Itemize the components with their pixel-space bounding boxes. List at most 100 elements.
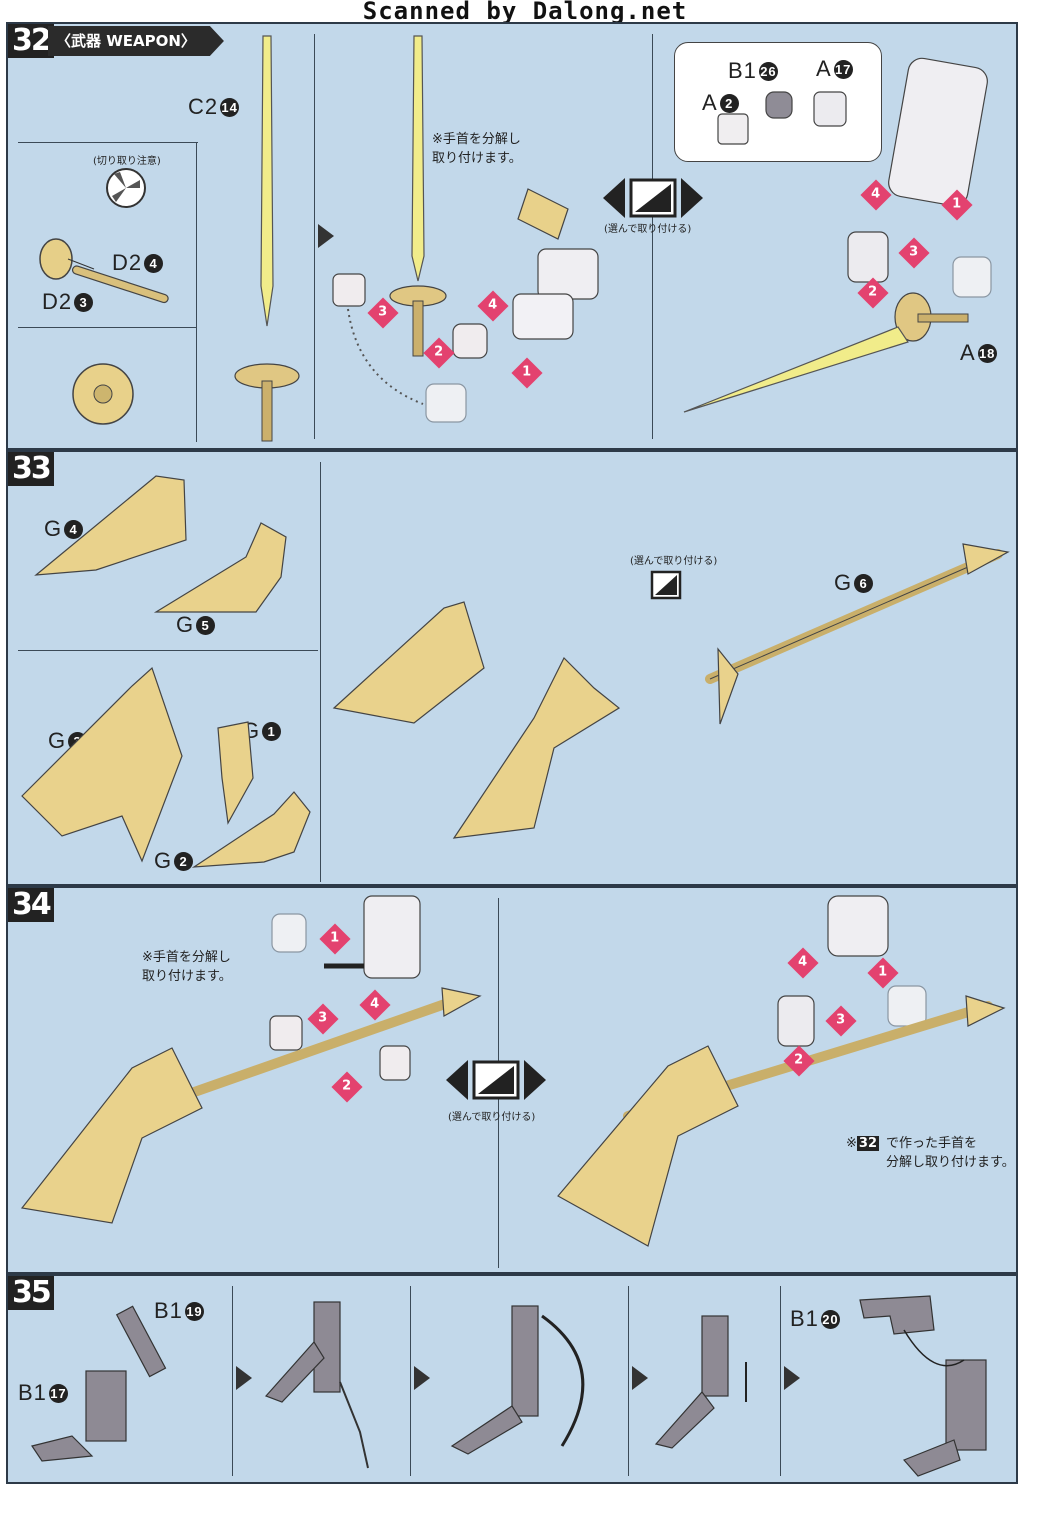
step-marker-number: 4 (488, 297, 498, 313)
fin-g1 (217, 721, 254, 825)
divider (320, 462, 321, 882)
next-arrow (236, 1366, 252, 1390)
step-marker-number: 1 (522, 364, 532, 380)
choose-icon (446, 1060, 546, 1100)
part-code: D2 (42, 289, 73, 314)
part-number: 2 (719, 94, 739, 113)
step-34-panel: 34 ※手首を分解し 取り付けます。 1 4 3 2 (選んで取り付ける) 4 … (6, 886, 1018, 1274)
part-number: 6 (854, 574, 874, 593)
part-number: 4 (144, 254, 164, 273)
next-arrow (318, 224, 334, 248)
spear-assembled-alt (557, 895, 1006, 1247)
shield-part-d2 (39, 238, 169, 304)
divider (410, 1286, 411, 1476)
divider (232, 1286, 233, 1476)
scan-credit: Scanned by Dalong.net (362, 0, 688, 25)
divider (628, 1286, 629, 1476)
part-code: A (702, 90, 718, 115)
spearhead-half-g3 (21, 666, 183, 863)
step-33-panel: 33 G4 G5 G3 G1 G2 (選んで取り付ける) G6 (6, 450, 1018, 886)
choose-icon-small (650, 570, 682, 600)
spearhead-assembly (332, 601, 621, 839)
part-code: A (816, 56, 832, 81)
stand-final-b1-20 (859, 1295, 987, 1477)
part-code: G (154, 848, 173, 873)
next-arrow (632, 1366, 648, 1390)
note-wrist-disassemble: ※手首を分解し 取り付けます。 (142, 950, 232, 984)
spearhead-half-g5 (153, 522, 287, 613)
spear-shaft-g6 (705, 543, 1010, 725)
sword-assembly (389, 35, 447, 357)
part-number: 20 (820, 1310, 840, 1329)
part-code: G (48, 728, 67, 753)
part-number: 26 (758, 62, 778, 81)
step-number: 32 (8, 24, 54, 58)
part-code: C2 (188, 94, 219, 119)
sword-blade-c2 (234, 35, 300, 442)
part-code: A (960, 340, 976, 365)
stand-step-2 (264, 1301, 369, 1469)
step-marker-number: 3 (378, 304, 388, 320)
wrist-parts (717, 91, 847, 145)
stand-step-3 (450, 1305, 585, 1455)
step-number: 33 (8, 452, 54, 486)
part-number: 17 (833, 60, 853, 79)
choose-label: (選んで取り付ける) (630, 556, 718, 567)
part-code: B1 (790, 1306, 819, 1331)
choose-label: (選んで取り付ける) (448, 1112, 536, 1123)
step-marker-number: 3 (909, 244, 919, 260)
divider (780, 1286, 781, 1476)
part-code: G (44, 516, 63, 541)
step-marker-number: 4 (871, 186, 881, 202)
choose-icon (603, 178, 703, 218)
next-arrow (784, 1366, 800, 1390)
part-code: B1 (154, 1298, 183, 1323)
note-wrist-from-32: で作った手首を 分解し取り付けます。 (886, 1136, 1015, 1170)
scan-credit-bar: Scanned by Dalong.net (0, 0, 1050, 25)
spearhead-half-g4 (34, 475, 187, 576)
part-number: 14 (220, 98, 240, 117)
step-number: 34 (8, 888, 54, 922)
step-number: 35 (8, 1276, 54, 1310)
part-number: 18 (977, 344, 997, 363)
part-number: 4 (64, 520, 84, 539)
divider (196, 142, 197, 442)
hand-parts (332, 273, 488, 423)
part-number: 19 (184, 1302, 204, 1321)
section-title: 〈武器 WEAPON〉 (48, 26, 224, 56)
divider (18, 142, 198, 143)
hand-parts (269, 895, 421, 1081)
next-arrow (414, 1366, 430, 1390)
step-marker-number: 2 (868, 284, 878, 300)
divider (18, 650, 318, 651)
blade-g2 (191, 791, 311, 868)
part-code: G (834, 570, 853, 595)
step-marker-number: 1 (952, 196, 962, 212)
part-number: 3 (74, 293, 94, 312)
part-number: 2 (174, 852, 194, 871)
arm-with-sword (683, 57, 992, 413)
stand-parts-b1 (31, 1305, 167, 1462)
stand-step-4 (654, 1315, 747, 1449)
gate-detail-icon (106, 168, 146, 208)
note-right: ※32 (846, 1136, 879, 1151)
step-marker-number: 2 (434, 344, 444, 360)
divider (314, 34, 315, 439)
part-number: 5 (196, 616, 216, 635)
choose-label: (選んで取り付ける) (604, 224, 692, 235)
part-code: G (176, 612, 195, 637)
part-number: 17 (48, 1384, 68, 1403)
ref-step-badge: 32 (856, 1136, 879, 1151)
